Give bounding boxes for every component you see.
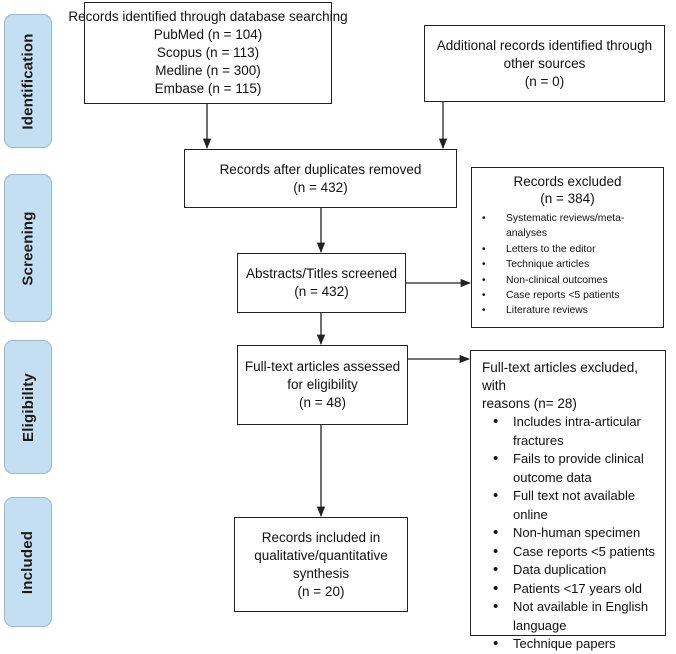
item-text: Non-clinical outcomes (506, 274, 608, 286)
list-item: Non-clinical outcomes (482, 273, 663, 289)
list-item: Fails to provide clinical outcome data (493, 450, 665, 487)
box-text: Records included in (261, 529, 381, 545)
excluded-count: reasons (n= 28) (482, 396, 577, 411)
item-text: Patients <17 years old (513, 580, 642, 596)
box-text: Embase (n = 115) (154, 81, 262, 96)
included-box: Records included in qualitative/quantita… (234, 517, 408, 612)
item-text: fractures (513, 432, 564, 448)
list-item: Not available in English language (493, 598, 665, 635)
list-item: Includes intra-articular fractures (493, 413, 665, 450)
list-item: Full text not available online (493, 487, 665, 524)
box-text: (n = 432) (294, 284, 349, 299)
list-item: Systematic reviews/meta-analyses (482, 211, 663, 242)
exclusion-list: Systematic reviews/meta-analyses Letters… (472, 211, 663, 319)
phase-eligibility: Eligibility (4, 340, 52, 474)
excluded-heading: Full-text articles excluded, with (482, 360, 639, 393)
item-text: online (513, 506, 548, 522)
phase-identification: Identification (4, 14, 52, 148)
box-text: Scopus (n = 113) (156, 45, 260, 60)
box-text: Medline (n = 300) (155, 63, 261, 78)
list-item: Patients <17 years old (493, 580, 665, 599)
box-text: for eligibility (287, 377, 358, 392)
list-item: Data duplication (493, 561, 665, 580)
fulltext-assessed-box: Full-text articles assessed for eligibil… (237, 345, 408, 425)
after-duplicates-box: Records after duplicates removed (n = 43… (184, 149, 457, 208)
box-text: other sources (503, 55, 586, 71)
box-text: Full-text articles assessed (244, 359, 401, 374)
list-item: Literature reviews (482, 303, 663, 319)
item-text: Letters to the editor (506, 243, 596, 255)
box-text: (n = 432) (293, 179, 348, 195)
item-text: Includes intra-articular (513, 414, 641, 429)
box-text: Records identified through database sear… (68, 9, 348, 24)
box-text: (n = 0) (524, 73, 565, 89)
list-item: Case reports <5 patients (482, 288, 663, 304)
other-sources-box: Additional records identified through ot… (424, 25, 665, 102)
box-text: qualitative/quantitative (254, 547, 388, 563)
item-text: language (513, 617, 567, 633)
item-text: Full text not available (513, 488, 636, 503)
item-text: Fails to provide clinical (513, 451, 644, 466)
box-text: Abstracts/Titles screened (245, 266, 398, 281)
records-excluded-box: Records excluded (n = 384) Systematic re… (471, 167, 664, 328)
box-text: (n = 20) (297, 583, 345, 599)
db-search-box: Records identified through database sear… (68, 2, 348, 104)
list-item: Letters to the editor (482, 242, 663, 258)
box-text: synthesis (292, 565, 350, 581)
item-text: Technique articles (506, 259, 590, 271)
list-item: Case reports <5 patients (493, 543, 665, 562)
item-text: Not available in English (513, 599, 649, 614)
item-text: Case reports <5 patients (506, 290, 620, 302)
fulltext-excluded-box: Full-text articles excluded, with reason… (470, 350, 666, 653)
box-text: PubMed (n = 104) (153, 27, 263, 42)
screened-box: Abstracts/Titles screened (n = 432) (237, 253, 406, 313)
list-item: Technique articles (482, 257, 663, 273)
phase-included: Included (4, 497, 52, 627)
item-text: Data duplication (513, 562, 607, 577)
box-text: Additional records identified through (436, 37, 653, 53)
phase-screening: Screening (4, 174, 52, 322)
box-text: (n = 48) (299, 395, 346, 410)
excluded-count: (n = 384) (540, 191, 595, 206)
item-text: Systematic reviews/meta- (506, 213, 625, 224)
item-text: Case reports <5 patients (513, 543, 655, 559)
excluded-heading: Records excluded (513, 174, 622, 189)
item-text: Literature reviews (506, 305, 589, 317)
item-text: outcome data (513, 469, 592, 485)
box-text: Records after duplicates removed (219, 161, 422, 177)
list-item: Non-human specimen (493, 524, 665, 543)
item-text: Non-human specimen (513, 525, 641, 540)
item-text: analyses (506, 228, 548, 240)
